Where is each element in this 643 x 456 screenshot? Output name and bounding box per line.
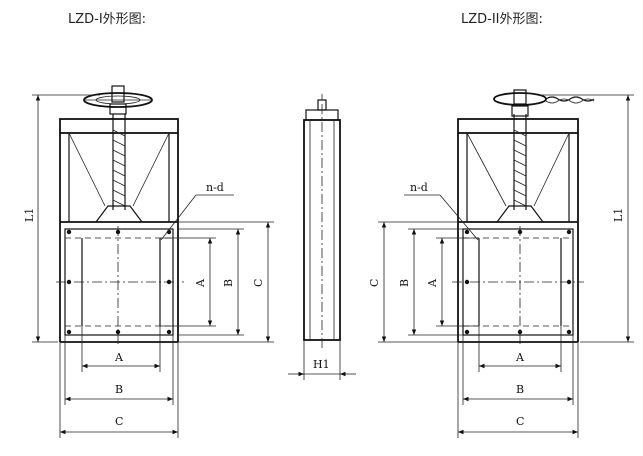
label-c-right-v: C: [368, 279, 381, 287]
label-c-right-h: C: [516, 415, 524, 428]
label-h1: H1: [313, 358, 330, 371]
label-a-left-h: A: [114, 351, 124, 364]
bolt-holes: [66, 229, 172, 335]
label-nd-left: n-d: [206, 181, 224, 194]
label-nd-right: n-d: [410, 181, 428, 194]
label-c-left-v: C: [252, 279, 265, 287]
label-b-right-h: B: [516, 383, 524, 396]
lzd-ii-view: n-d L1 C B A A B C: [368, 89, 634, 438]
title-lzd-i: LZD-I外形图:: [68, 12, 147, 27]
label-l1-left: L1: [23, 208, 36, 222]
label-l1-right: L1: [612, 208, 625, 222]
top-crossbar: [59, 118, 179, 134]
label-a-right-h: A: [515, 351, 525, 364]
label-b-right-v: B: [398, 279, 411, 287]
label-c-left-h: C: [115, 415, 123, 428]
stem-right: [513, 114, 527, 210]
label-a-left-v: A: [194, 278, 207, 288]
side-view: H1: [288, 94, 356, 380]
label-a-right-v: A: [426, 278, 439, 288]
label-b-left-v: B: [222, 279, 235, 287]
stem: [112, 114, 126, 210]
bolt-holes-right: [464, 229, 572, 335]
handwheel-icon: [83, 85, 153, 115]
chain-wheel-icon: [493, 89, 595, 117]
label-b-left-h: B: [115, 383, 123, 396]
title-lzd-ii: LZD-II外形图:: [461, 12, 543, 27]
lzd-i-view: n-d L1 A B C A B C: [23, 85, 274, 438]
